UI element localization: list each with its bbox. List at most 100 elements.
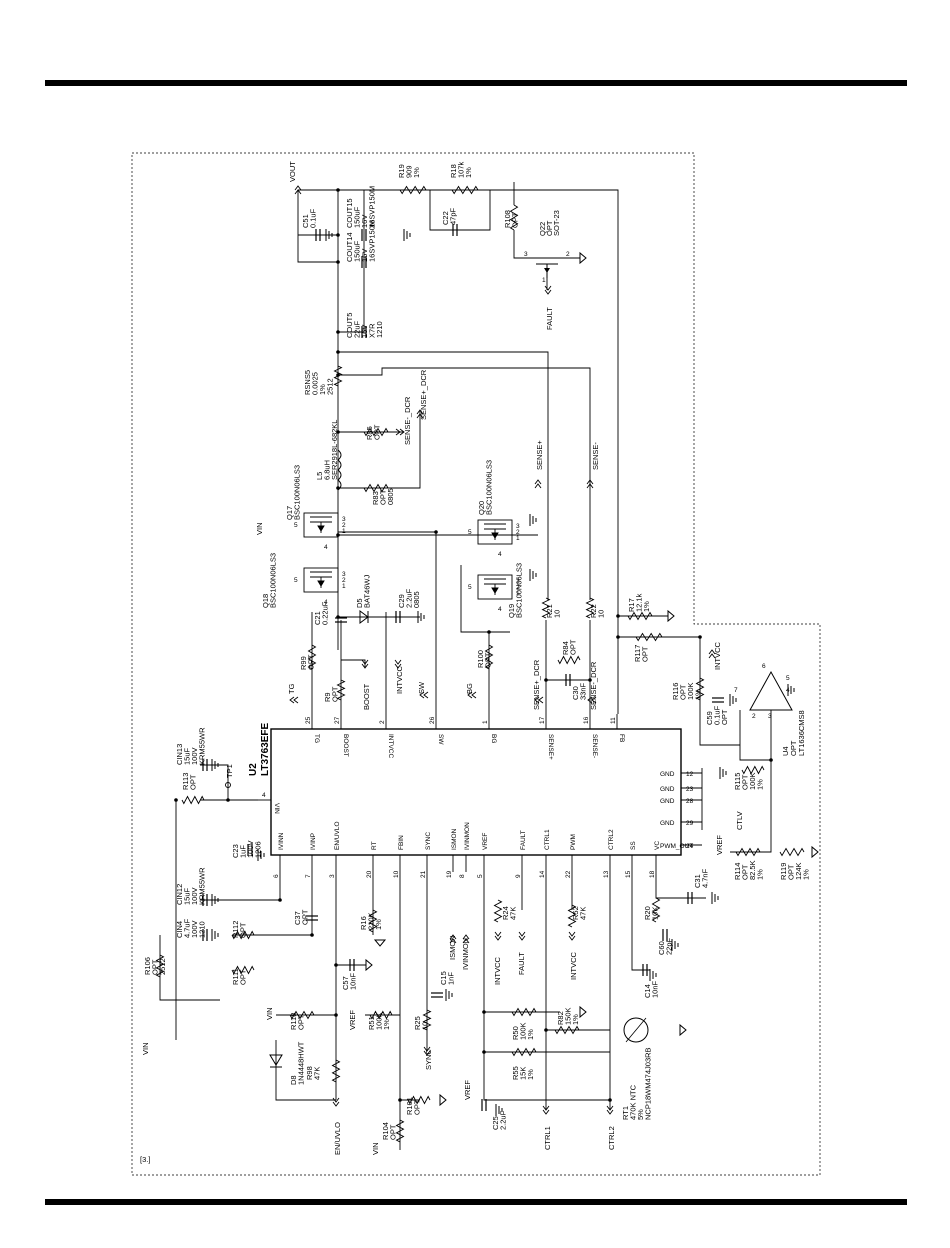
ref-rt1-line: NCP18WM474J03RB [644,1047,653,1120]
r119-resistor [779,847,805,857]
r101-resistor [407,1095,431,1105]
ref-c25-line: 2.2uF [499,1110,508,1130]
ref-r111-line: OPT [239,969,248,985]
ref-c59-line: 0.1uF [713,705,722,725]
ground-icon [711,892,719,904]
ref-r17-line: R17 [627,598,636,612]
r117-resistor [635,632,663,642]
sense-dcr-neg-arrow-icon [395,428,405,436]
u2-pin-label: BOOST [342,734,349,757]
junction-dot [616,614,620,618]
q22-pin-2: 2 [566,251,570,258]
u4-part: LT1636CMS8 [797,710,806,756]
ref-r83-line: OPT [379,489,388,505]
r22-resistor [585,597,595,619]
mosfet-pin: 1 [516,590,520,597]
u2-part: LT3763EFE [260,723,271,776]
junction-dot [334,1013,338,1017]
ref-r114-line: OPT [741,864,750,880]
ref-c37-line: C37 [293,911,302,925]
u2-pin-label: EN/UVLO [334,821,341,850]
mosfet-pin: 3 [516,578,520,585]
bottom-rule [45,1199,907,1205]
ref-r117-line: R117 [633,645,642,662]
ref-c51-line: C51 [301,214,310,228]
ref-r21-line: R21 [545,604,554,618]
net-label-vin: VIN [255,522,264,535]
ref-q19-line: Q19 [507,604,516,618]
sense-dcr-pos-arrow-2-icon [534,696,544,704]
ref-cout14-line: COUT14 [345,232,354,262]
ref-l5-line: SER2918L-682KL [330,420,339,480]
r24-resistor [493,899,503,923]
u2-pin-label: IVINN [278,832,285,850]
intvcc-arrow-4-icon [568,931,576,941]
fault-arrow-icon [544,285,552,295]
net-label-intvcc-3: INTVCC [493,957,502,986]
ref-c29-line: C29 [397,594,406,608]
u2-pin-label: BG [490,734,497,743]
ground-icon [495,1104,503,1116]
ref-r100-line: R100 [476,650,485,668]
u2-pin-label: SS [630,841,637,850]
ground-icon [373,939,387,947]
ref-r18-line: R18 [449,164,458,178]
junction-dot [336,260,340,264]
ground-icon [403,229,411,241]
ref-r24-line: 47K [509,907,518,920]
ivinmon-arrow-icon [462,934,470,944]
ref-cin12-line: 15uF [183,887,192,905]
sync-arrow-icon [423,1046,431,1056]
u2-pin-label: FBIN [398,835,405,850]
ref-cout5-line: 22uF [353,320,362,338]
ground-icon [325,229,333,241]
ref-c21-line: 0.22uF [321,601,330,625]
boost-arrow-icon [361,659,369,669]
r108-resistor [509,204,519,231]
net-label-en-uvlo: EN/UVLO [333,1122,342,1155]
ref-r98-line: R98 [305,1066,314,1080]
ref-r51-line: R51 [367,1016,376,1030]
ref-c15-line: C15 [439,971,448,985]
u2-pin-num: 19 [446,870,453,878]
ref-r17-line: 12.1k [635,593,644,612]
ref-r16-line: 210K [367,912,376,930]
junction-dot [769,758,773,762]
ref-r82-line: 1% [571,1014,580,1025]
ground-icon [529,569,537,581]
ground-icon [211,894,219,906]
q22-mosfet: Q22 OPT SOT-23 3 2 1 [524,210,570,284]
ref-r119-line: 1% [802,869,811,880]
ref-r99-line: OPT [307,654,316,670]
u2-pin-num: 23 [686,786,694,793]
mosfet-pin: 1 [516,535,520,542]
ref-r106-line: R106 [143,957,152,975]
cout5-capacitor [361,326,367,338]
mosfet-pin: 4 [498,551,502,558]
top-rule [45,80,907,86]
ref-c31-line: C31 [693,874,702,888]
tg-arrow-icon [289,696,299,704]
u2-pin-label: SENSE+ [547,734,554,760]
ref-cin13-line: CIN13 [175,744,184,765]
ref-cin4-line: 1210 [198,921,207,938]
r106-resistor [155,954,165,978]
u2-pin-label: GND [660,798,675,805]
en-uvlo-arrow-icon [332,1097,340,1107]
ground-icon [579,251,587,265]
